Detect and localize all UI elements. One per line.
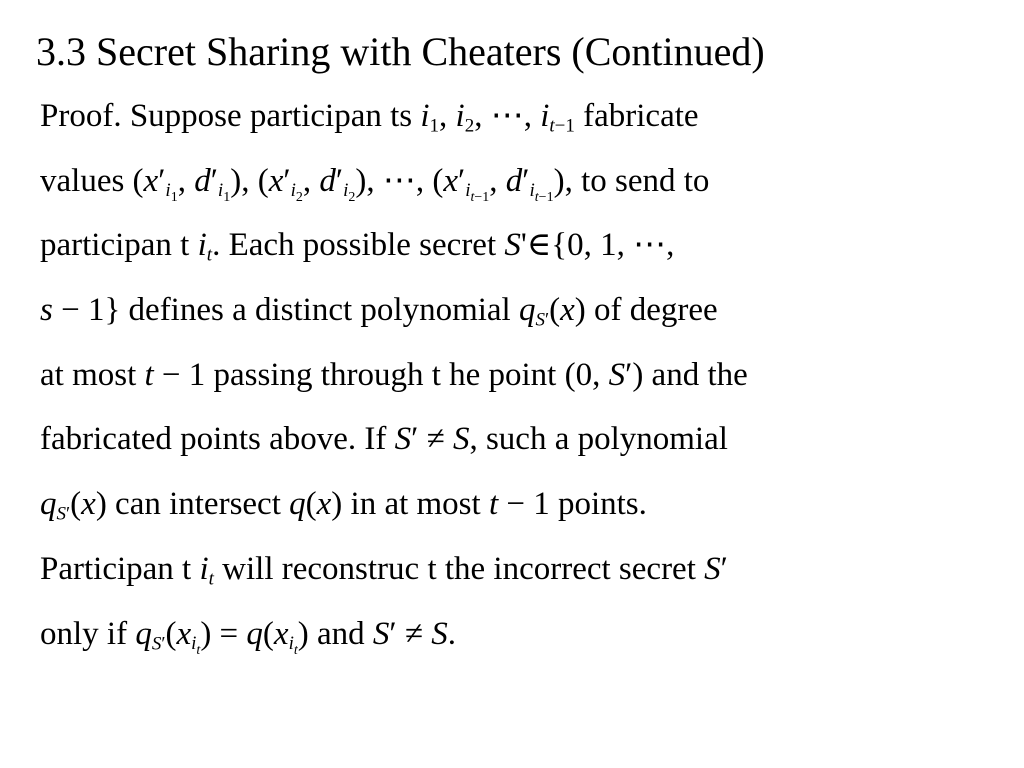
proof-line-2: values (x′i1, d′i1), (x′i2, d′i2), ⋯, (x…	[40, 162, 710, 206]
proof-line-4: s − 1} defines a distinct polynomial qS′…	[40, 292, 718, 331]
proof-line-6: fabricated points above. If S′ ≠ S, such…	[40, 421, 728, 458]
proof-line-3: participan t it. Each possible secret S'…	[40, 227, 675, 267]
proof-line-9: only if qS′(xit) = q(xit) and S′ ≠ S.	[40, 615, 456, 659]
slide-title: 3.3 Secret Sharing with Cheaters (Contin…	[36, 29, 765, 74]
proof-line-1: Proof. Suppose participan ts i1, i2, ⋯, …	[40, 98, 699, 137]
proof-line-8: Participan t it will reconstruc t the in…	[40, 550, 728, 590]
proof-line-7: qS′(x) can intersect q(x) in at most t −…	[40, 486, 647, 525]
proof-line-5: at most t − 1 passing through t he point…	[40, 356, 748, 393]
proof-body: Proof. Suppose participan ts i1, i2, ⋯, …	[40, 90, 1000, 672]
